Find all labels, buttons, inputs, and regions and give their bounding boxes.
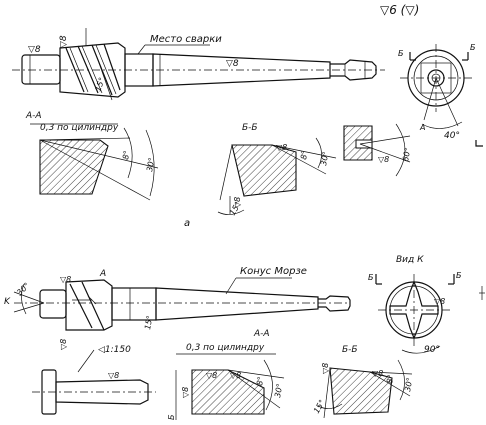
bottom-taper-ratio: ◁1:150 — [98, 345, 131, 355]
top-section-b-title: Б-Б — [242, 123, 258, 133]
bottom-cone-label: Конус Морзе — [240, 266, 307, 277]
bottom-label-a: A — [99, 269, 106, 279]
top-end-label-b1: Б — [398, 49, 404, 58]
bottom-section-a-title: A-A — [253, 329, 270, 339]
top-section-b-roughness: ▽8 — [276, 143, 287, 152]
bottom-view-k — [375, 274, 485, 354]
bottom-section-a-roughness-left: ▽8 — [181, 387, 190, 398]
top-end-view — [400, 44, 483, 147]
top-head-angle: 15° — [93, 76, 106, 92]
top-section-a-angle2: 30° — [145, 157, 156, 173]
top-tooth-detail — [343, 123, 411, 177]
top-section-b-angle1: 8° — [299, 150, 309, 161]
top-tool-side-view — [12, 28, 385, 101]
top-section-a-title: A-A — [25, 111, 42, 121]
bottom-side-label-b: Б — [167, 414, 176, 420]
bottom-pilot-detail — [32, 369, 156, 415]
top-section-b-angle2: 30° — [319, 151, 330, 167]
bottom-head-roughness: ▽8 — [60, 275, 71, 284]
bottom-section-a-roughness1: ▽8 — [206, 371, 217, 380]
bottom-view-k-title: Вид К — [396, 255, 424, 265]
bottom-label-k: K — [4, 297, 11, 307]
top-weld-label: Место сварки — [150, 34, 222, 45]
bottom-left-angle: 30° — [15, 281, 31, 297]
top-end-angle: 40° — [444, 131, 460, 141]
bottom-view-label-b2: Б — [456, 271, 462, 280]
bottom-view-label-b1: Б — [368, 273, 374, 282]
top-head-roughness: ▽8 — [28, 45, 41, 55]
bottom-section-a-roughness2: ▽8 — [230, 371, 241, 380]
top-section-a — [30, 123, 159, 201]
top-end-label-b2: Б — [470, 43, 476, 52]
bottom-section-b — [317, 359, 413, 419]
top-tooth-angle: 60° — [401, 147, 412, 163]
top-section-a-note: 0,3 по цилиндру — [40, 123, 119, 133]
bottom-view-angle: 90° — [424, 345, 440, 355]
top-section-b — [217, 137, 337, 215]
bottom-flute-angle: 15° — [143, 315, 154, 331]
bottom-section-a-angle1: 8° — [255, 376, 265, 387]
top-tooth-roughness: ▽8 — [378, 155, 389, 164]
top-section-b-roughness2: ▽8 — [233, 197, 242, 208]
top-head-roughness-vertical: ▽8 — [59, 35, 69, 48]
top-shank-roughness: ▽8 — [226, 59, 239, 69]
bottom-section-a — [175, 353, 285, 420]
top-main-roughness: ▽6 (▽) — [380, 3, 419, 17]
bottom-tool-side-view — [13, 277, 351, 373]
bottom-view-roughness: ▽8 — [434, 297, 445, 306]
bottom-section-a-angle2: 30° — [273, 383, 284, 399]
bottom-section-a-note: 0,3 по цилиндру — [186, 343, 265, 353]
bottom-section-b-angle2: 30° — [403, 377, 414, 393]
bottom-section-b-roughness2: ▽8 — [372, 369, 383, 378]
top-section-a-angle1: 8° — [121, 150, 131, 161]
top-end-label-a: A — [419, 123, 425, 132]
bottom-pilot-roughness: ▽8 — [108, 371, 119, 380]
bottom-section-b-angle1: 8° — [385, 374, 395, 385]
bottom-roughness: ▽8 — [59, 339, 68, 350]
top-caption: а — [184, 218, 190, 229]
bottom-section-b-roughness: ▽8 — [321, 363, 330, 374]
bottom-section-b-title: Б-Б — [342, 345, 358, 355]
